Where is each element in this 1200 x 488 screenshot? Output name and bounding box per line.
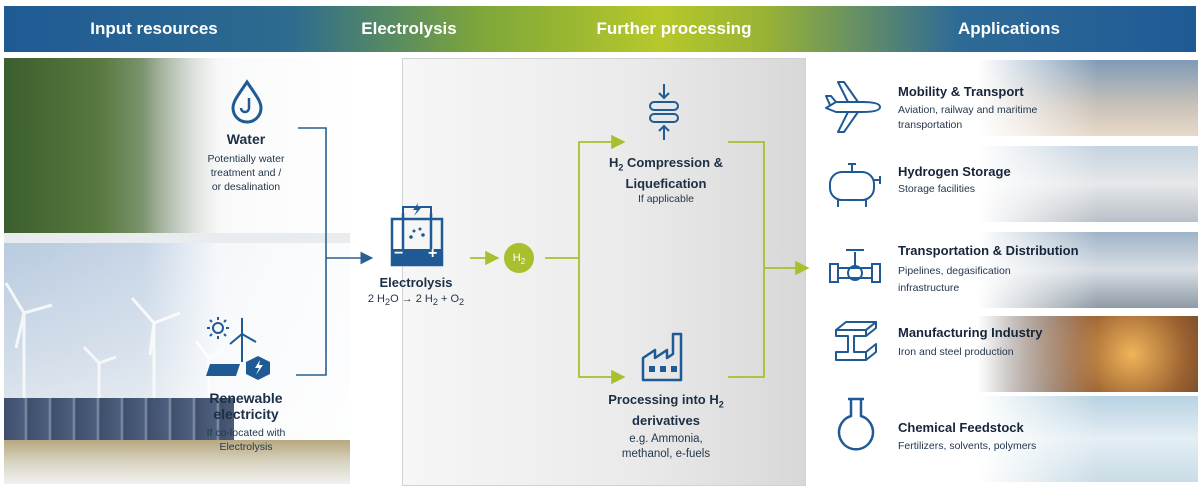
ground-image	[4, 440, 350, 484]
h2-symbol: H	[512, 252, 521, 264]
derivatives-title: Processing into H2 derivatives	[596, 392, 736, 429]
compression-text: Compression &	[623, 155, 724, 170]
app-title-distribution: Transportation & Distribution	[898, 243, 1079, 258]
renewable-title-line: electricity	[213, 406, 279, 422]
water-title: Water	[226, 131, 266, 147]
eq-sub: 2	[459, 297, 465, 308]
input-connectors	[296, 127, 374, 376]
app-title-mobility: Mobility & Transport	[898, 84, 1024, 99]
app-desc-storage: Storage facilities	[898, 182, 975, 197]
water-description: Potentially water treatment and / or des…	[186, 152, 306, 194]
image-fade	[978, 60, 1098, 136]
hydrogen-connectors	[470, 134, 810, 385]
water-desc-line: treatment and /	[210, 167, 282, 179]
header-band: Input resources Electrolysis Further pro…	[4, 6, 1196, 52]
h-sub: 2	[718, 399, 724, 410]
h2-sub: 2	[520, 257, 526, 267]
hydrogen-badge: H2	[504, 243, 534, 273]
h-sub: 2	[618, 162, 624, 173]
sun-wind-solar-icon	[206, 317, 270, 380]
header-input-resources: Input resources	[90, 19, 218, 38]
compression-description: If applicable	[637, 193, 695, 205]
renewable-desc-line: Electrolysis	[219, 441, 273, 453]
derivatives-title-line: Processing into H2	[596, 392, 736, 413]
app-desc-line: Fertilizers, solvents, polymers	[898, 440, 1037, 452]
image-fade	[978, 232, 1098, 308]
electrolysis-equation: 2 H2O → 2 H2 + O2	[346, 292, 486, 309]
compression-icon	[649, 84, 679, 140]
app-title-chemical: Chemical Feedstock	[898, 420, 1024, 435]
eq-part: 2 H	[367, 293, 385, 305]
forest-fade	[4, 58, 350, 233]
app-desc-distribution: Pipelines, degasification infrastructure	[898, 263, 1011, 297]
app-title-storage: Hydrogen Storage	[898, 164, 1011, 179]
water-desc-line: Potentially water	[207, 153, 285, 165]
eq-part: O → 2 H	[390, 293, 433, 305]
app-desc-line: infrastructure	[898, 282, 960, 294]
app-desc-chemical: Fertilizers, solvents, polymers	[898, 439, 1036, 454]
eq-sub: 2	[432, 297, 438, 308]
app-title-manufacturing: Manufacturing Industry	[898, 325, 1043, 340]
water-drop-icon	[231, 79, 263, 124]
app-desc-manufacturing: Iron and steel production	[898, 345, 1014, 360]
compression-title-line2: Liquefication	[625, 175, 707, 191]
app-desc-line: Aviation, railway and maritime	[898, 104, 1038, 116]
electrolyzer-icon	[390, 203, 444, 267]
steel-beam-icon	[835, 321, 877, 361]
header-further-processing: Further processing	[596, 19, 752, 38]
processing-panel	[402, 58, 806, 486]
derivatives-text: Processing into H	[608, 392, 719, 407]
factory-icon	[641, 332, 683, 382]
storage-tank-icon	[829, 163, 881, 207]
app-desc-line: Iron and steel production	[898, 346, 1014, 358]
app-desc-mobility: Aviation, railway and maritime transport…	[898, 103, 1037, 133]
derivatives-desc-line: methanol, e-fuels	[621, 448, 711, 460]
electrolysis-title: Electrolysis	[379, 275, 453, 290]
h-symbol: H	[608, 155, 619, 170]
flask-icon	[837, 397, 875, 451]
derivatives-title-line2: derivatives	[632, 412, 700, 428]
image-fade	[978, 316, 1098, 392]
minus-terminal: −	[394, 245, 404, 262]
derivatives-description: e.g. Ammonia, methanol, e-fuels	[596, 432, 736, 462]
pipeline-valve-icon	[829, 249, 881, 283]
header-applications: Applications	[957, 19, 1060, 38]
header-electrolysis: Electrolysis	[361, 19, 457, 38]
eq-sub: 2	[384, 297, 391, 308]
image-fade	[978, 396, 1098, 482]
solar-panels-image	[4, 398, 234, 440]
compression-title-line: H2 Compression &	[586, 155, 746, 176]
water-desc-line: or desalination	[211, 181, 281, 193]
renewable-title: Renewable electricity	[176, 390, 316, 422]
derivatives-desc-line: e.g. Ammonia,	[629, 433, 703, 445]
image-fade	[978, 146, 1098, 222]
plus-terminal: +	[428, 245, 438, 262]
renewable-desc-line: If co-located with	[206, 427, 286, 439]
input-resources-panel	[4, 58, 350, 484]
renewable-title-line: Renewable	[209, 390, 283, 406]
compression-title: H2 Compression & Liquefication	[586, 155, 746, 192]
app-desc-line: Storage facilities	[898, 183, 976, 195]
eq-part: + O	[437, 293, 460, 305]
airplane-icon	[825, 81, 881, 133]
renewable-description: If co-located with Electrolysis	[176, 426, 316, 454]
app-desc-line: transportation	[898, 119, 963, 131]
app-desc-line: Pipelines, degasification	[898, 265, 1011, 277]
